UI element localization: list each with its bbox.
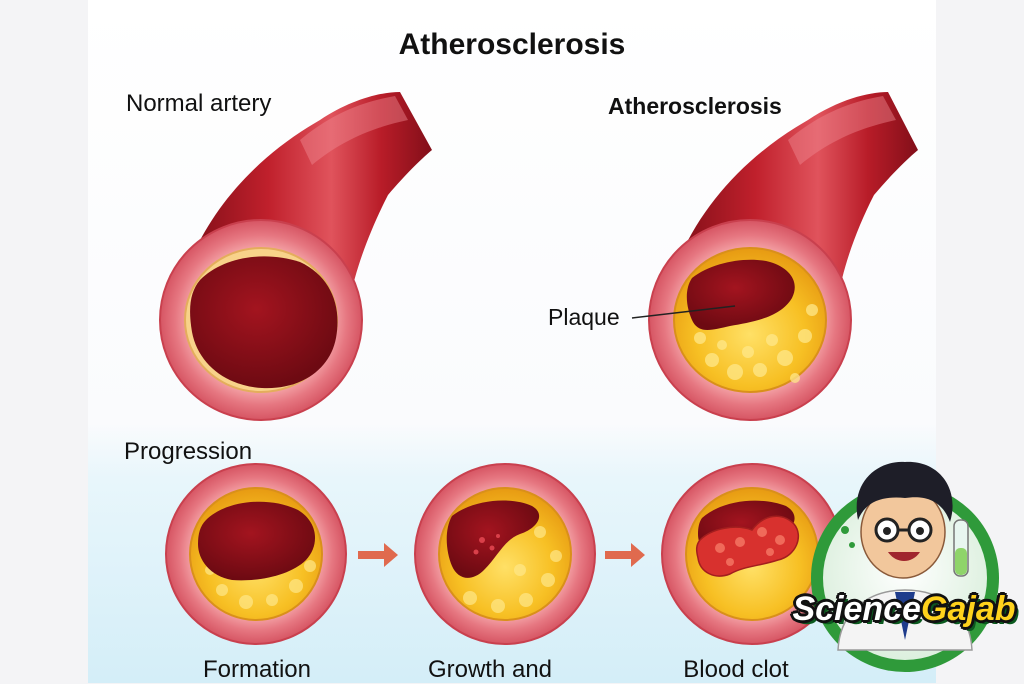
diagram-title: Atherosclerosis: [0, 28, 1024, 62]
stage-label-blood-clot: Blood clot: [636, 656, 836, 684]
logo-wordmark: ScienceGajab: [786, 590, 1022, 629]
progression-growth: [415, 464, 595, 644]
progression-formation: [166, 464, 346, 644]
stage-label-formation: Formation: [157, 656, 357, 684]
stage-label-growth: Growth and: [390, 656, 590, 684]
plaque-label: Plaque: [548, 304, 620, 331]
progression-label: Progression: [124, 438, 252, 466]
logo-text-gajab: Gajab: [921, 590, 1015, 628]
logo-text-science: Science: [792, 590, 921, 628]
normal-artery-label: Normal artery: [126, 90, 271, 118]
atherosclerosis-label: Atherosclerosis: [608, 93, 782, 120]
